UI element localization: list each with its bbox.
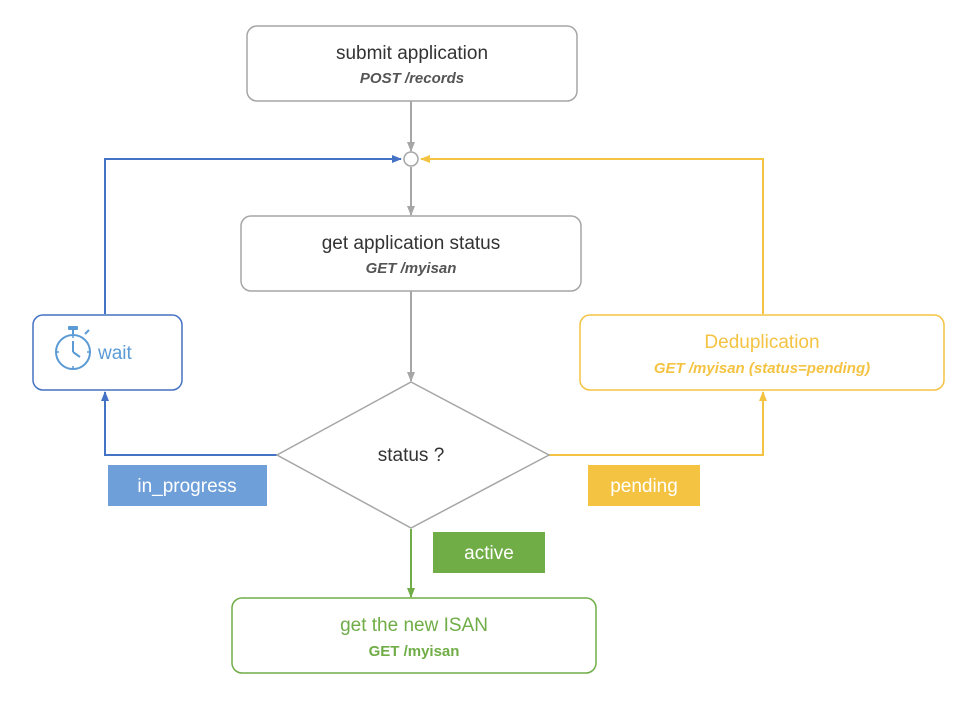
active-label: active	[433, 532, 545, 573]
stopwatch-icon	[55, 326, 91, 370]
get-new-isan-endpoint: GET /myisan	[369, 643, 460, 660]
get-new-isan-box: get the new ISAN GET /myisan	[231, 597, 597, 674]
status-decision: status ?	[275, 381, 551, 529]
deduplication-title: Deduplication	[704, 332, 819, 353]
active-text: active	[464, 543, 514, 564]
submit-application-box: submit application POST /records	[246, 25, 578, 102]
in-progress-text: in_progress	[137, 476, 236, 497]
deduplication-endpoint: GET /myisan (status=pending)	[654, 360, 870, 377]
submit-application-title: submit application	[336, 43, 488, 64]
arrow-decision-to-dedup	[549, 391, 767, 456]
get-new-isan-title: get the new ISAN	[340, 615, 488, 636]
get-application-status-endpoint: GET /myisan	[366, 260, 457, 277]
deduplication-box: Deduplication GET /myisan (status=pendin…	[579, 314, 945, 391]
get-application-status-box: get application status GET /myisan	[240, 215, 582, 292]
status-decision-label: status ?	[378, 445, 445, 466]
arrow-dedup-to-junction	[420, 155, 764, 314]
pending-text: pending	[610, 476, 678, 497]
junction-node	[403, 151, 419, 167]
in-progress-label: in_progress	[108, 465, 267, 506]
pending-label: pending	[588, 465, 700, 506]
get-application-status-title: get application status	[322, 233, 501, 254]
wait-box: wait	[32, 314, 183, 391]
wait-label: wait	[97, 343, 133, 364]
arrow-decision-to-wait	[101, 391, 277, 456]
submit-application-endpoint: POST /records	[360, 70, 464, 87]
arrow-wait-to-junction	[104, 155, 402, 314]
